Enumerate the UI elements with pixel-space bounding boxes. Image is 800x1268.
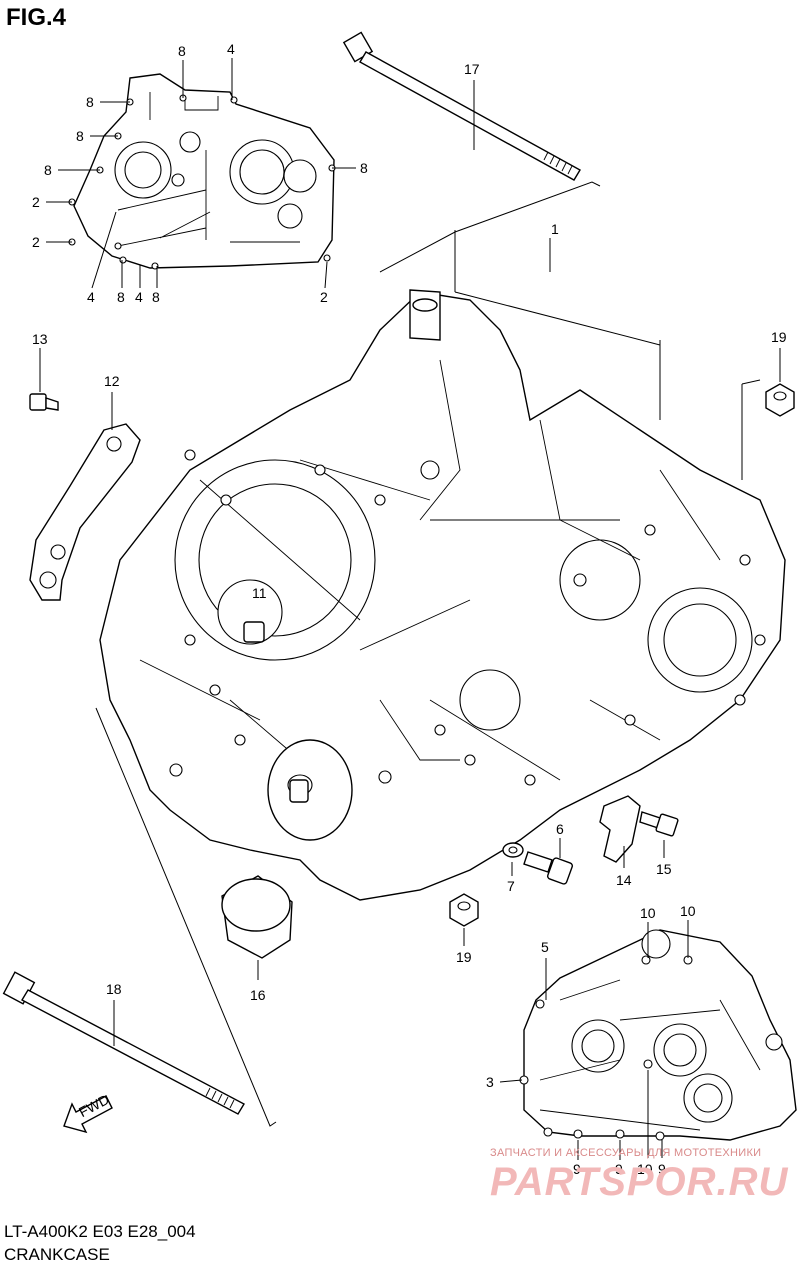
plug-16 xyxy=(221,875,293,980)
watermark-tagline: ЗАПЧАСТИ И АКСЕССУАРЫ ДЛЯ МОТОТЕХНИКИ xyxy=(490,1147,762,1159)
callout-5: 5 xyxy=(541,939,549,955)
callout-12: 12 xyxy=(104,373,120,389)
bracket-14 xyxy=(599,795,641,868)
callout-19: 19 xyxy=(771,329,787,345)
callout-2: 2 xyxy=(32,194,40,210)
nut-19-upper xyxy=(765,348,795,417)
diagram-code: LT-A400K2 E03 E28_004 xyxy=(4,1222,196,1241)
screw-6 xyxy=(523,838,574,885)
callout-8: 8 xyxy=(86,94,94,110)
callout-4: 4 xyxy=(87,289,95,305)
nut-19-lower xyxy=(449,893,479,946)
callout-7: 7 xyxy=(507,878,515,894)
watermark-brand: PARTSPOR.RU xyxy=(490,1160,789,1204)
crankcase-main xyxy=(95,181,786,1127)
callout-14: 14 xyxy=(616,872,632,888)
callout-9: 9 xyxy=(658,1161,666,1177)
callout-1: 1 xyxy=(551,221,559,237)
callout-4: 4 xyxy=(135,289,143,305)
callout-10: 10 xyxy=(640,905,656,921)
callout-8: 8 xyxy=(117,289,125,305)
callout-11: 11 xyxy=(252,585,267,601)
callout-8: 8 xyxy=(360,160,368,176)
callout-9: 9 xyxy=(573,1161,581,1177)
fwd-arrow xyxy=(63,1095,113,1134)
inset-top-left xyxy=(46,58,356,289)
bolt-18 xyxy=(2,971,245,1115)
inset-bottom-right xyxy=(499,920,797,1160)
callout-4: 4 xyxy=(227,41,235,57)
callout-19: 19 xyxy=(456,949,472,965)
washer-7 xyxy=(502,842,524,876)
callout-18: 18 xyxy=(106,981,122,997)
callout-9: 9 xyxy=(615,1161,623,1177)
callout-10: 10 xyxy=(637,1161,653,1177)
callout-2: 2 xyxy=(32,234,40,250)
callout-6: 6 xyxy=(556,821,564,837)
callout-3: 3 xyxy=(486,1074,494,1090)
bolt-13 xyxy=(29,348,59,411)
callout-8: 8 xyxy=(76,128,84,144)
callout-8: 8 xyxy=(152,289,160,305)
bolt-15 xyxy=(639,811,679,858)
callout-10: 10 xyxy=(680,903,696,919)
callout-16: 16 xyxy=(250,987,266,1003)
callout-2: 2 xyxy=(320,289,328,305)
callout-15: 15 xyxy=(656,861,672,877)
diagram-name: CRANKCASE xyxy=(4,1245,110,1264)
figure-title: FIG.4 xyxy=(6,4,67,31)
bracket-12 xyxy=(29,392,141,601)
callout-8: 8 xyxy=(44,162,52,178)
bolt-17 xyxy=(342,31,581,181)
callout-13: 13 xyxy=(32,331,48,347)
callout-8: 8 xyxy=(178,43,186,59)
callout-17: 17 xyxy=(464,61,480,77)
